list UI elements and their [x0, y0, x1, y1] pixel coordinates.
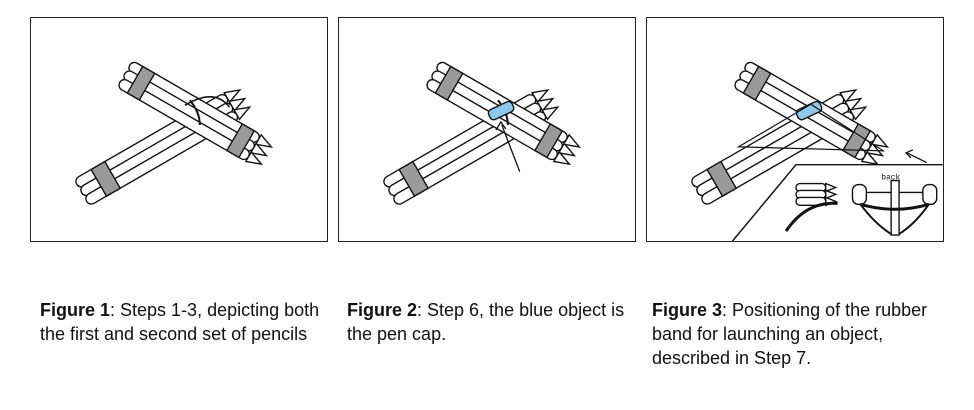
figure-2-label: Figure 2 [347, 300, 418, 320]
back-label: back [881, 174, 900, 183]
figure-3-caption: Figure 3: Positioning of the rubber band… [652, 298, 942, 370]
figure-1-illustration [75, 61, 274, 205]
figure-1-label: Figure 1 [40, 300, 111, 320]
figure-2-illustration [383, 61, 582, 205]
figure-2-text: : Step 6, the blue object is the pen cap… [347, 300, 625, 344]
figure-3-text: : Positioning of the rubber band for lau… [652, 300, 928, 368]
figure-1-panel [30, 17, 328, 242]
figure-3-label: Figure 3 [652, 300, 723, 320]
figure-3-panel: back [646, 17, 944, 242]
pen-cap-shape [487, 100, 515, 121]
figure-3-illustration: back [691, 61, 943, 241]
figure-1-text: : Steps 1-3, depicting both the first an… [40, 300, 320, 344]
figure-2-caption: Figure 2: Step 6, the blue object is the… [347, 298, 637, 346]
figure-1-caption: Figure 1: Steps 1-3, depicting both the … [40, 298, 330, 346]
figure-2-panel [338, 17, 636, 242]
